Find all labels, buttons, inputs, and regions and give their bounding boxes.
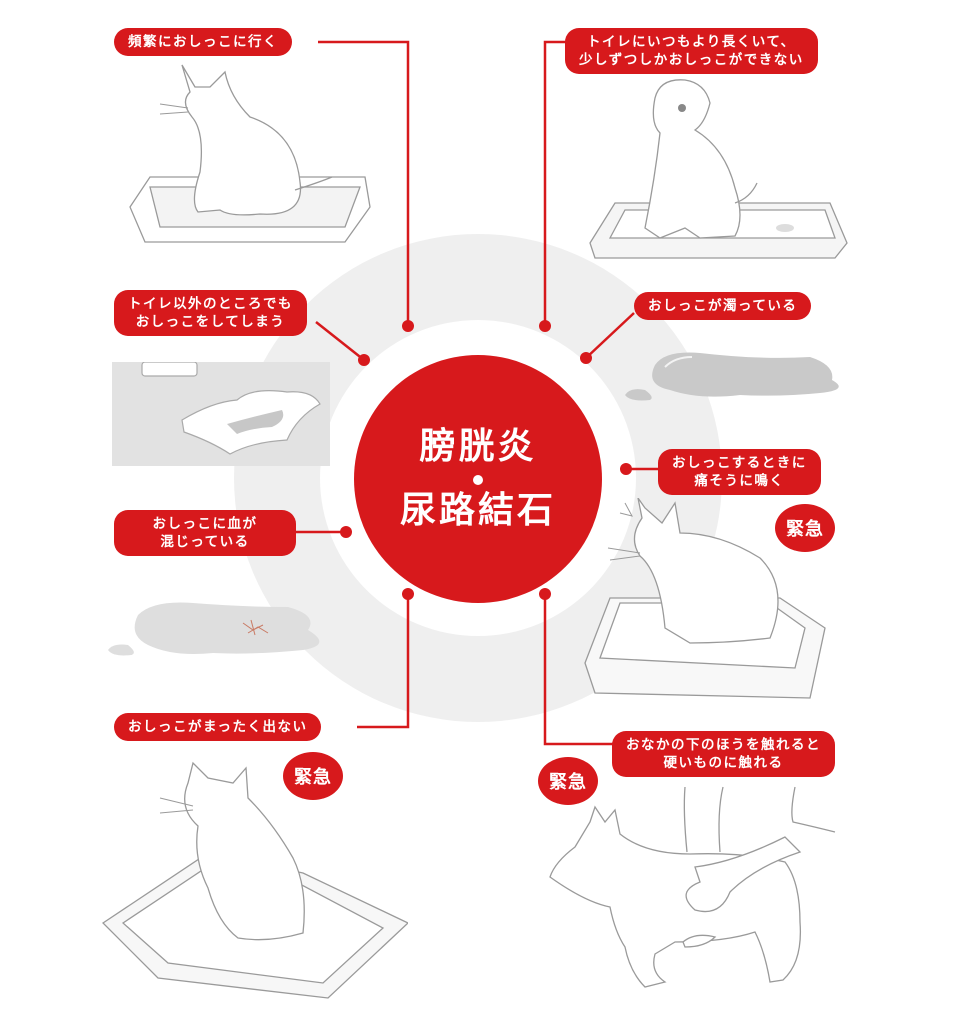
urgent-badge-no-urine: 緊急: [283, 752, 343, 800]
dog-on-pee-tray-illustration: [589, 79, 848, 259]
urgent-badge-hard-belly: 緊急: [538, 757, 598, 805]
symptom-label-cloudy: おしっこが濁っている: [634, 292, 812, 320]
symptom-label-pain-cry: おしっこするときに 痛そうに鳴く: [658, 449, 821, 495]
title-urinary-stones: 尿路結石: [399, 490, 556, 531]
cat-crying-in-litter-box-illustration: [584, 498, 826, 699]
symptom-label-blood: おしっこに血が 混じっている: [114, 510, 296, 556]
urgent-badge-pain-cry: 緊急: [775, 504, 835, 552]
symptom-label-outside-toilet: トイレ以外のところでも おしっこをしてしまう: [114, 290, 307, 336]
title-separator-dot: [473, 475, 483, 485]
center-topic: 膀胱炎 尿路結石: [354, 355, 602, 603]
cloudy-urine-puddle-illustration: [625, 352, 839, 401]
cat-in-litter-box-illustration: [129, 64, 371, 243]
symptom-label-frequent: 頻繁におしっこに行く: [114, 28, 292, 56]
title-bladder-inflammation: 膀胱炎: [419, 426, 537, 467]
cat-straining-in-litter-box-illustration: [101, 761, 408, 999]
person-palpating-dog-belly-illustration: [549, 786, 836, 988]
symptom-label-no-urine: おしっこがまったく出ない: [114, 713, 322, 741]
bloody-urine-puddle-illustration: [108, 602, 320, 656]
soiled-towel-illustration: [112, 362, 330, 466]
symptom-label-long-stay: トイレにいつもより長くいて、 少しずつしかおしっこができない: [565, 28, 818, 74]
symptom-label-hard-belly: おなかの下のほうを触れると 硬いものに触れる: [612, 731, 835, 777]
